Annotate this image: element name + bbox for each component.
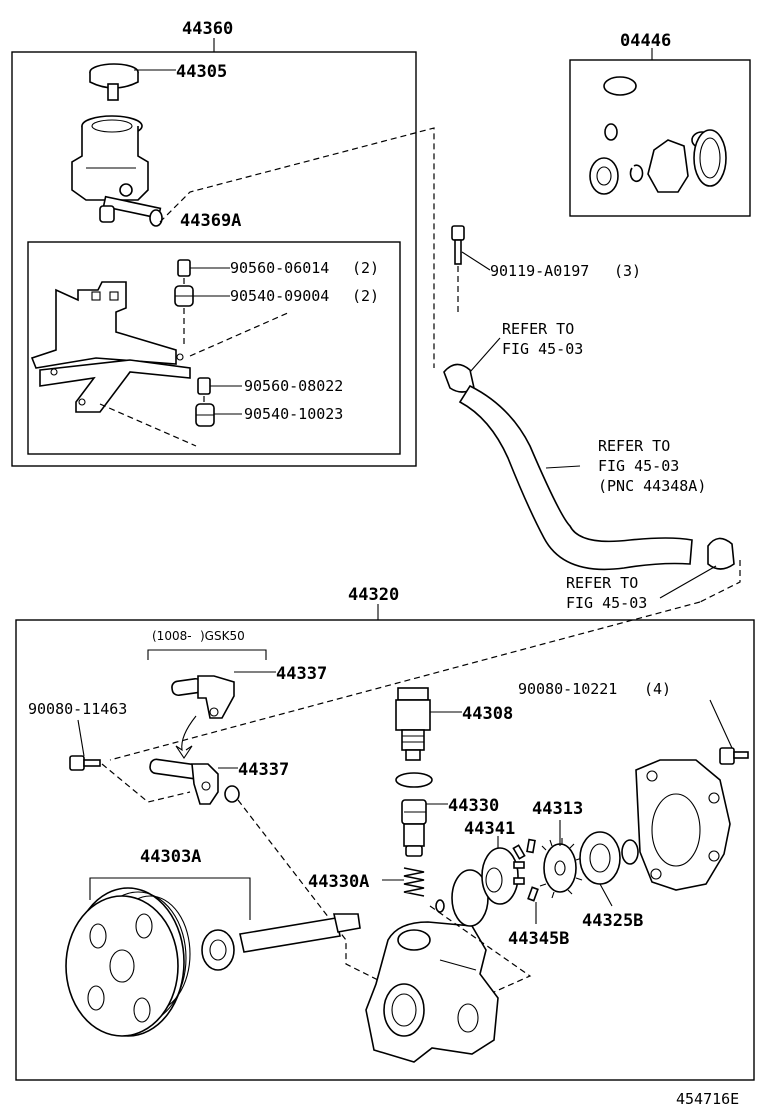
label-44337-upper: 44337 [276,664,327,684]
figure-id: 454716E [676,1090,739,1108]
label-90560-06014-qty: (2) [352,259,379,277]
union-fitting-lower[interactable] [149,758,219,805]
label-44341: 44341 [464,819,515,839]
label-90560-08022: 90560-08022 [244,377,343,395]
label-44313: 44313 [532,799,583,819]
reservoir-hose-route [159,127,435,368]
o-ring-large[interactable] [603,76,637,96]
pump-pulley[interactable] [65,887,191,1037]
gasket-kit-group: 04446 [569,31,751,217]
oil-seal[interactable] [589,157,619,195]
label-44369A: 44369A [180,211,241,231]
pump-rotor[interactable] [539,838,583,899]
pump-body[interactable] [365,921,499,1063]
label-90119-A0197: 90119-A0197 [490,262,589,280]
gasket-shaped[interactable] [647,139,689,193]
refer-bottom-line2: FIG 45-03 [566,594,647,612]
union-o-ring[interactable] [224,785,240,803]
pump-supply-route [109,601,701,761]
hose-clamp-lower[interactable] [707,537,735,570]
cushion-90540-10023[interactable] [195,403,215,427]
reservoir-tank[interactable] [71,115,163,227]
label-90540-09004-qty: (2) [352,287,379,305]
reservoir-assembly-group: 44360 44305 44369A [11,19,417,467]
refer-hose-line3: (PNC 44348A) [598,477,706,495]
bracket-set-frame [27,241,401,455]
label-44337-lower: 44337 [238,760,289,780]
cartridge-route [429,905,532,993]
refer-hose-line2: FIG 45-03 [598,457,679,475]
label-90540-10023: 90540-10023 [244,405,343,423]
label-90080-10221: 90080-10221 [518,680,617,698]
label-04446: 04446 [620,31,671,51]
flow-control-valve[interactable] [401,799,427,857]
union-to-pump-route [237,799,387,985]
collar-90560-08022[interactable] [197,377,211,395]
snap-ring[interactable] [629,164,644,183]
pump-shaft[interactable] [239,913,361,953]
pressure-plate[interactable] [579,831,621,885]
reservoir-bracket[interactable] [30,281,191,413]
label-44303A: 44303A [140,847,201,867]
union-bolt[interactable] [69,755,101,771]
label-44325B: 44325B [582,911,643,931]
label-44305: 44305 [176,62,227,82]
lower-clamp-route [699,560,741,603]
pump-assembly-frame [15,619,755,1081]
union-note-right: )GSK50 [200,629,245,643]
label-90119-A0197-qty: (3) [614,262,641,280]
reservoir-cap[interactable] [89,63,139,101]
label-44345B: 44345B [508,929,569,949]
o-ring-housing[interactable] [693,129,727,187]
valve-o-ring[interactable] [395,772,433,788]
label-90080-10221-qty: (4) [644,680,671,698]
cam-ring[interactable] [481,847,519,905]
clamp-bolt[interactable] [451,225,465,265]
refer-bottom-line1: REFER TO [566,574,638,592]
housing-bolt[interactable] [719,747,749,765]
label-90560-06014: 90560-06014 [230,259,329,277]
rear-housing[interactable] [635,759,731,891]
refer-hose-line1: REFER TO [598,437,670,455]
label-44330A: 44330A [308,872,369,892]
return-hose[interactable] [458,384,693,571]
refer-top-line1: REFER TO [502,320,574,338]
shaft-bearing[interactable] [201,929,235,971]
gasket-kit-frame [569,59,751,217]
label-90080-11463: 90080-11463 [28,700,127,718]
refer-top-line2: FIG 45-03 [502,340,583,358]
bracket-route [189,311,291,357]
label-44330: 44330 [448,796,499,816]
pump-vanes[interactable] [512,838,539,902]
collar-90560-06014[interactable] [177,259,191,277]
union-note-left: (1008- [152,629,192,643]
label-44308: 44308 [462,704,513,724]
o-ring-small[interactable] [604,123,618,141]
pump-o-ring-small[interactable] [435,899,445,913]
label-44320: 44320 [348,585,399,605]
union-fitting-upper[interactable] [171,675,235,719]
label-44360: 44360 [182,19,233,39]
flow-valve-spring[interactable] [403,867,425,897]
plate-o-ring[interactable] [621,839,639,865]
cushion-90540-09004[interactable] [174,285,194,307]
revision-arrow [175,715,197,759]
relief-valve[interactable] [395,687,431,761]
label-90540-09004: 90540-09004 [230,287,329,305]
